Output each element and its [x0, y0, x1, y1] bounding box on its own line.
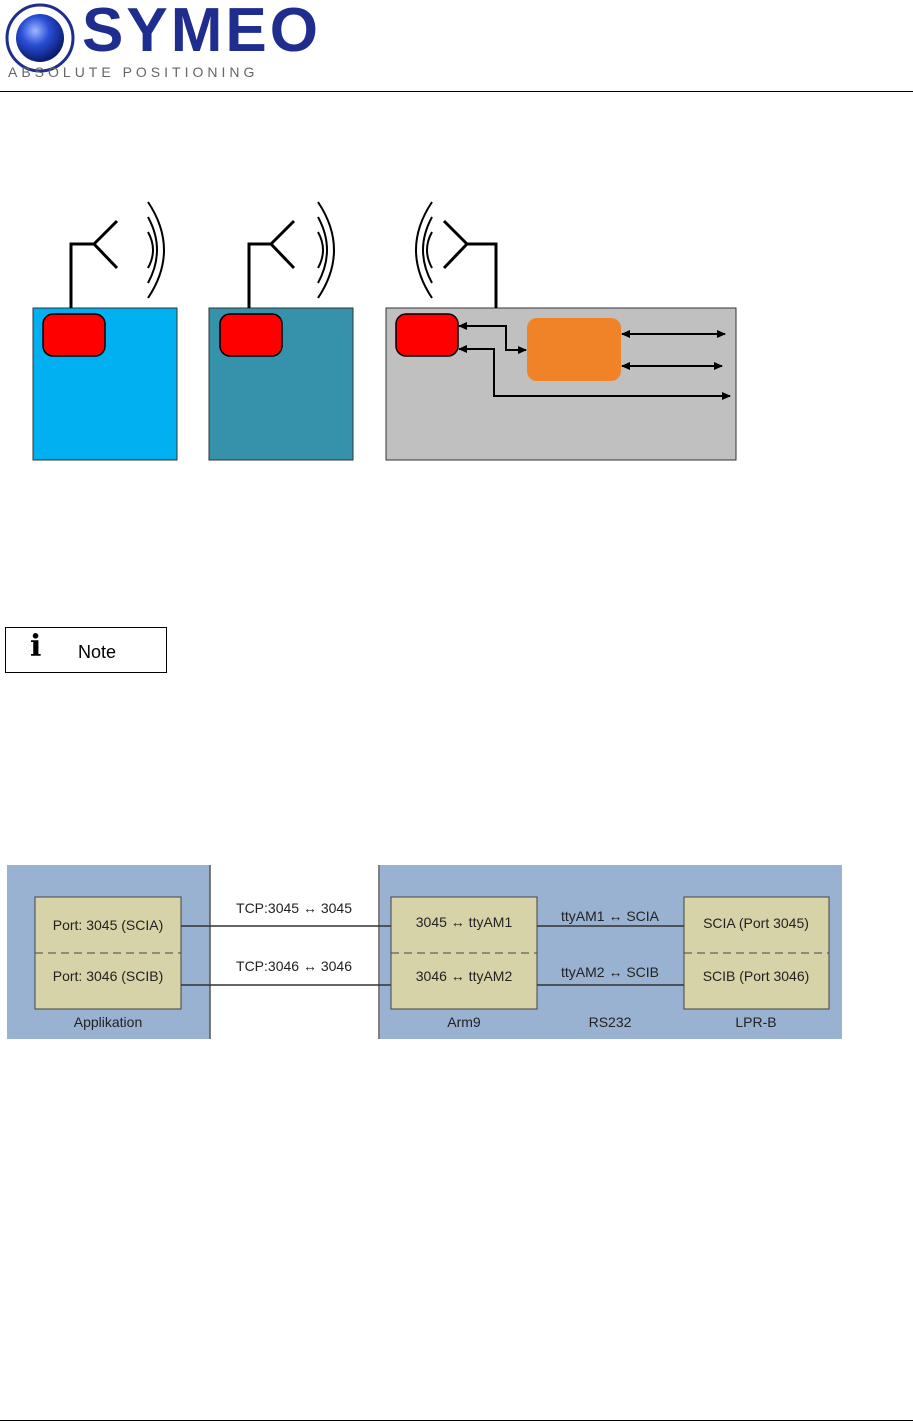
unit-2-signal-waves-icon [318, 202, 334, 298]
rs232-label-b: ttyAM2 ↔ SCIB [561, 964, 659, 980]
arm9-caption: Arm9 [447, 1014, 481, 1030]
lpr-sci-b: SCIB (Port 3046) [703, 968, 810, 984]
rs232-label-a: ttyAM1 ↔ SCIA [561, 908, 660, 924]
tcp-label-a: TCP:3045 ↔ 3045 [236, 900, 352, 916]
brand-name: SYMEO [82, 0, 321, 62]
unit-3-signal-waves-icon [416, 202, 432, 298]
unit-2-antenna-icon [249, 221, 294, 308]
app-caption: Applikation [74, 1014, 143, 1030]
unit-3-antenna-icon [444, 221, 496, 308]
unit-2-radio-chip [220, 314, 282, 356]
rs232-caption: RS232 [589, 1014, 632, 1030]
app-port-a: Port: 3045 (SCIA) [53, 917, 164, 933]
note-box: i Note [5, 627, 167, 673]
brand-tagline: ABSOLUTE POSITIONING [8, 65, 258, 79]
radio-block-diagram [0, 190, 913, 480]
header-divider [0, 91, 913, 92]
unit-3-radio-chip [396, 314, 458, 356]
footer-divider [0, 1420, 913, 1421]
arm9-map-a: 3045 ↔ ttyAM1 [416, 914, 513, 930]
note-label: Note [78, 643, 116, 661]
info-icon: i [30, 632, 41, 662]
tcp-label-b: TCP:3046 ↔ 3046 [236, 958, 352, 974]
app-port-b: Port: 3046 (SCIB) [53, 968, 164, 984]
lpr-sci-a: SCIA (Port 3045) [703, 915, 809, 931]
unit-1-signal-waves-icon [148, 202, 164, 298]
lpr-caption: LPR-B [735, 1014, 776, 1030]
arm9-map-b: 3046 ↔ ttyAM2 [416, 968, 513, 984]
unit-1-antenna-icon [71, 221, 117, 308]
port-mapping-diagram: Port: 3045 (SCIA) Port: 3046 (SCIB) Appl… [0, 860, 913, 1050]
unit-1-radio-chip [43, 314, 105, 356]
unit-3-processor-block [527, 318, 621, 381]
